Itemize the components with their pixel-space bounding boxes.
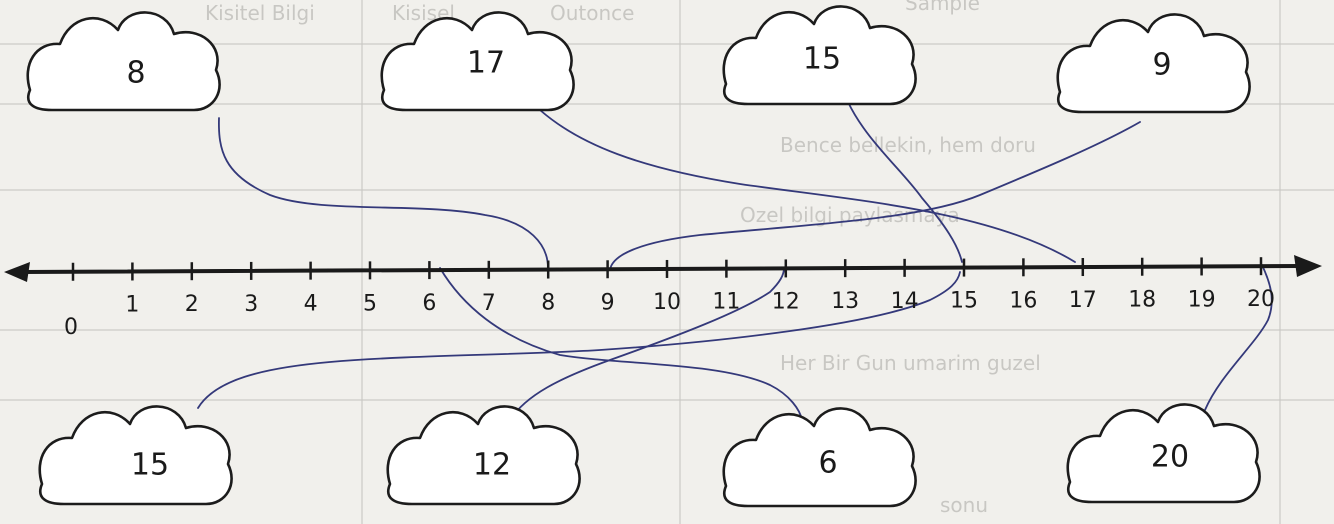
tick-label: 3 xyxy=(244,292,258,317)
cloud-value: 17 xyxy=(467,46,505,81)
tick-label: 0 xyxy=(64,315,78,340)
tick-label: 18 xyxy=(1128,288,1156,313)
right-arrow-icon xyxy=(1294,255,1322,277)
connector-6[interactable] xyxy=(439,267,803,421)
connector-8[interactable] xyxy=(218,117,549,269)
bottom-cloud-12[interactable]: 12 xyxy=(386,405,581,506)
tick-label: 20 xyxy=(1247,287,1275,312)
tick-label: 13 xyxy=(831,289,859,314)
bottom-cloud-6[interactable]: 6 xyxy=(722,407,917,508)
top-cloud-9[interactable]: 9 xyxy=(1056,13,1251,114)
connector-20[interactable] xyxy=(1204,264,1273,411)
left-arrow-icon xyxy=(4,262,30,282)
axis-ticks xyxy=(71,257,1263,281)
tick-label: 10 xyxy=(653,290,681,315)
cloud-value: 12 xyxy=(473,448,511,483)
tick-label: 14 xyxy=(891,289,919,314)
connector-9[interactable] xyxy=(609,121,1141,271)
cloud-value: 15 xyxy=(803,42,841,77)
tick-label: 5 xyxy=(363,291,377,316)
tick-label: 7 xyxy=(482,291,496,316)
tick-label: 2 xyxy=(185,292,199,317)
bottom-cloud-20[interactable]: 20 xyxy=(1066,403,1261,504)
tick-label: 15 xyxy=(950,289,978,314)
top-cloud-17[interactable]: 17 xyxy=(380,11,575,112)
clouds: 8 17 15 9 15 12 xyxy=(26,5,1261,508)
connector-lines xyxy=(197,101,1273,421)
tick-label: 11 xyxy=(712,290,740,315)
tick-label: 17 xyxy=(1069,288,1097,313)
axis-line xyxy=(20,264,1302,274)
cloud-value: 8 xyxy=(126,56,145,91)
tick-label: 8 xyxy=(541,291,555,316)
tick-label: 6 xyxy=(422,291,436,316)
tick-label: 16 xyxy=(1009,288,1037,313)
cloud-value: 9 xyxy=(1152,48,1171,83)
tick-label: 9 xyxy=(601,290,615,315)
tick-label: 4 xyxy=(304,292,318,317)
cloud-icon xyxy=(26,11,221,112)
cloud-value: 15 xyxy=(131,448,169,483)
tick-label: 19 xyxy=(1188,287,1216,312)
bottom-cloud-15[interactable]: 15 xyxy=(38,405,233,506)
top-cloud-15[interactable]: 15 xyxy=(722,5,917,106)
cloud-value: 6 xyxy=(818,446,837,481)
connector-15-bottom[interactable] xyxy=(197,271,961,409)
connector-12[interactable] xyxy=(509,267,785,421)
cloud-value: 20 xyxy=(1151,440,1189,475)
tick-label: 12 xyxy=(772,289,800,314)
tick-label: 1 xyxy=(125,292,139,317)
top-cloud-8[interactable]: 8 xyxy=(26,11,221,112)
connector-15-top[interactable] xyxy=(847,101,963,263)
connector-17[interactable] xyxy=(539,109,1076,263)
